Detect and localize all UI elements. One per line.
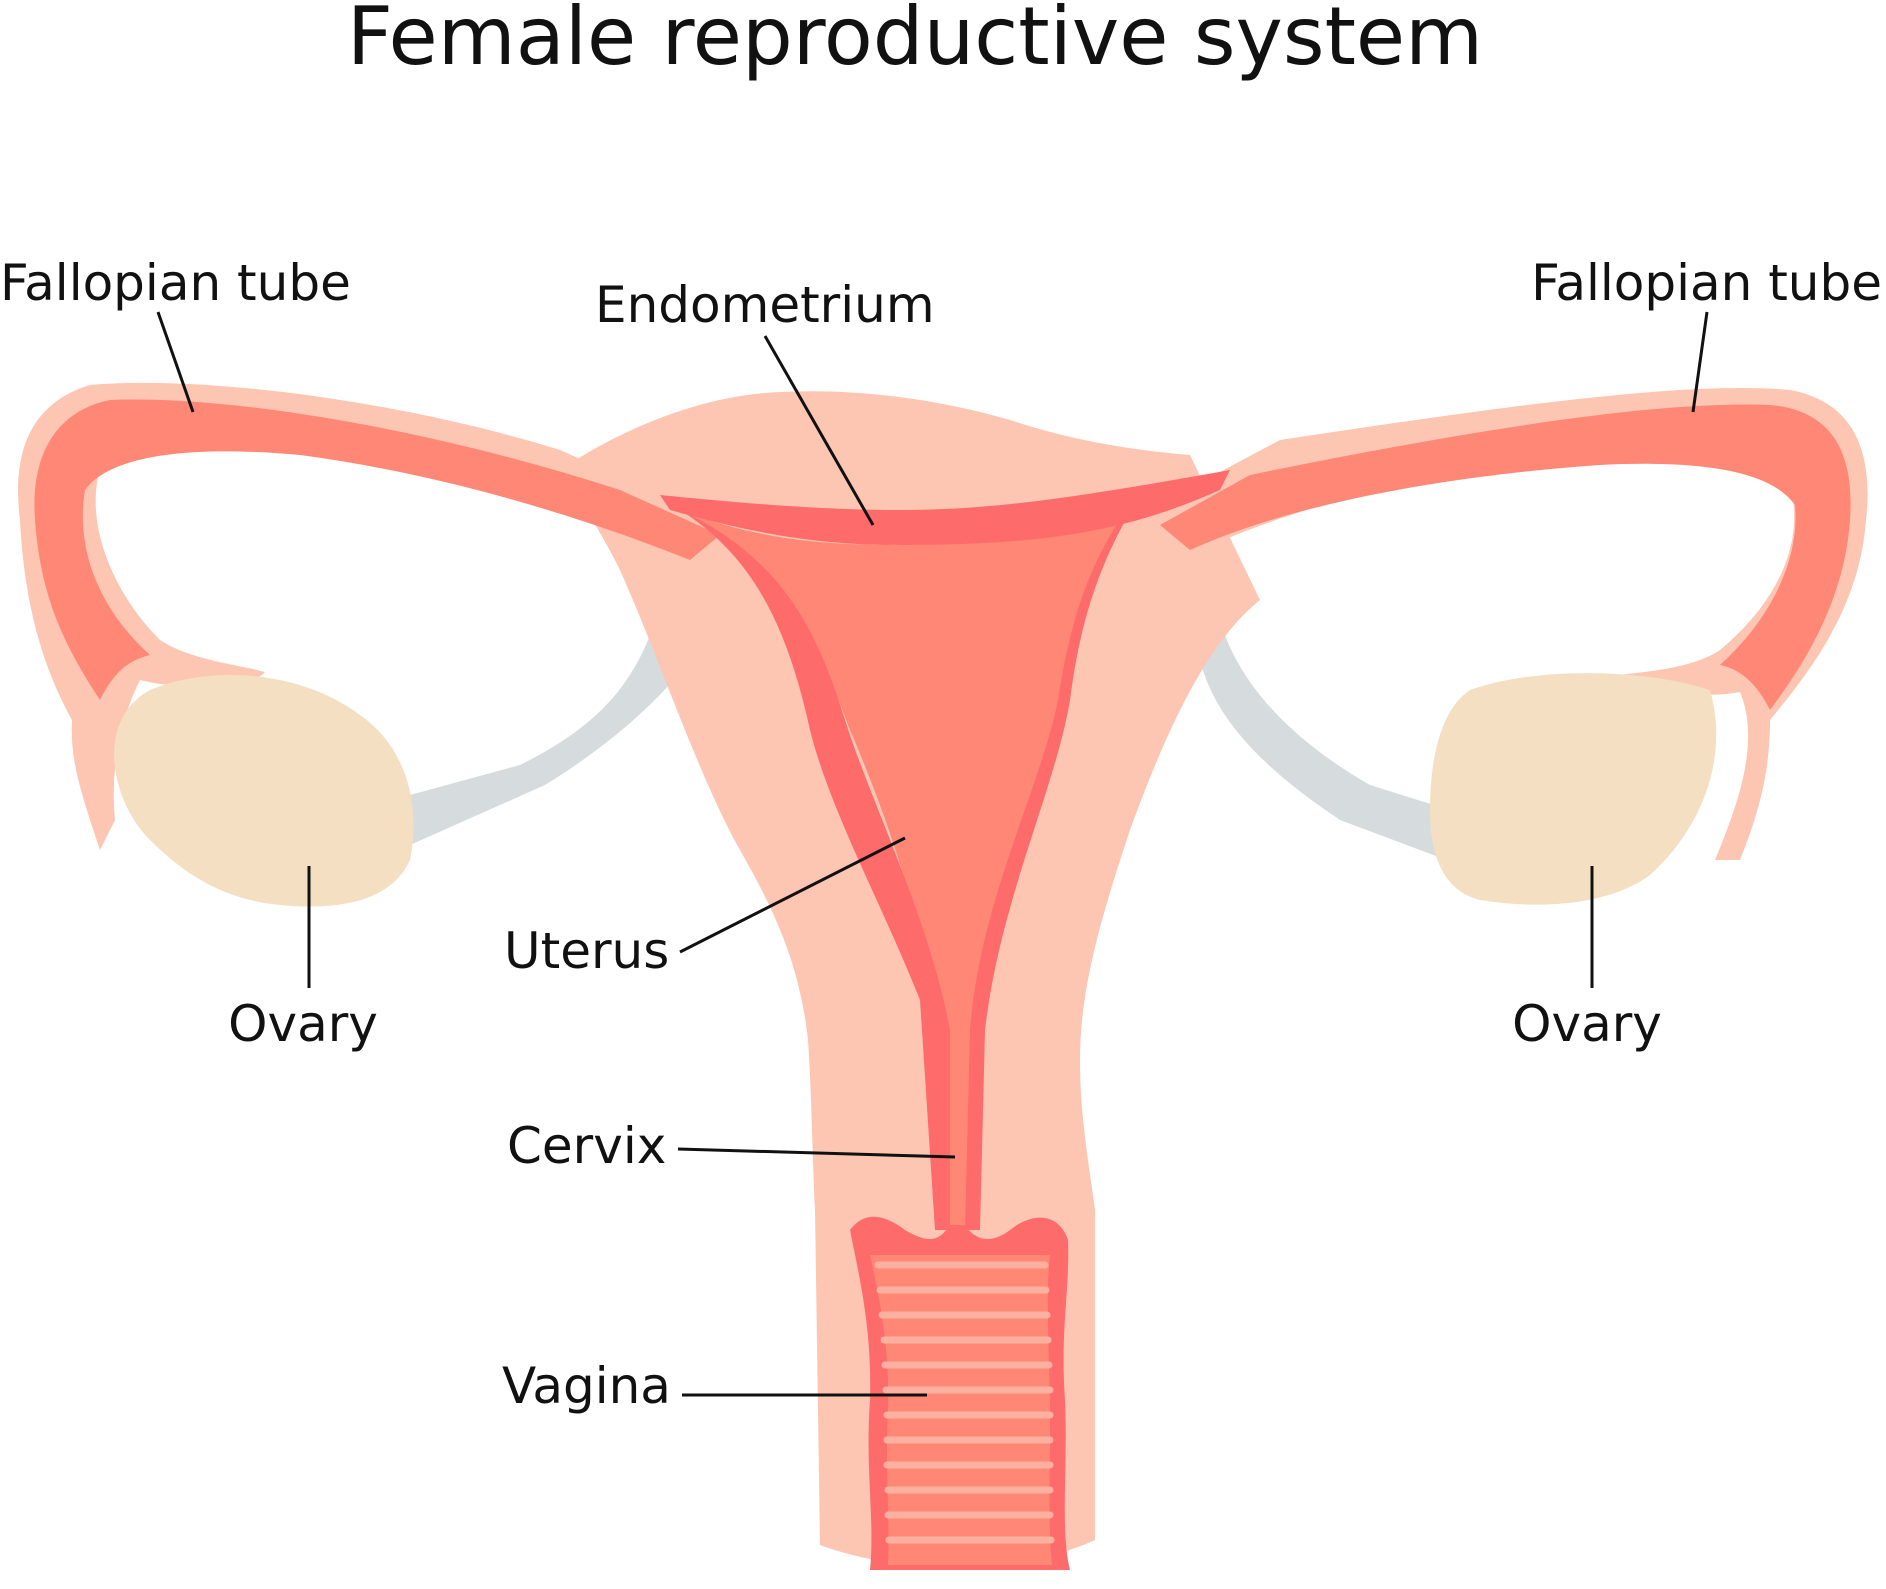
leader-fallopian-right — [1691, 311, 1709, 413]
endometrium-left-wall — [680, 510, 950, 1230]
label-uterus: Uterus — [504, 922, 669, 980]
leader-endometrium — [763, 335, 875, 526]
leader-fallopian-left — [156, 311, 195, 413]
label-ovary-left: Ovary — [228, 995, 378, 1053]
leader-uterus — [679, 836, 906, 954]
label-fallopian-tube-left: Fallopian tube — [0, 254, 351, 312]
uterus-outer-wall — [560, 391, 1260, 1567]
left-ovary — [114, 675, 414, 907]
left-fallopian-tube-lumen — [34, 399, 721, 700]
label-vagina: Vagina — [502, 1357, 671, 1415]
vaginal-rugae-lines — [874, 1261, 1055, 1544]
diagram-title: Female reproductive system — [347, 0, 1483, 83]
right-fallopian-tube-lumen — [1160, 404, 1851, 710]
label-endometrium: Endometrium — [595, 276, 935, 334]
uterine-cavity — [680, 495, 1140, 1230]
leader-cervix — [677, 1147, 956, 1159]
label-cervix: Cervix — [507, 1117, 666, 1175]
label-ovary-right: Ovary — [1512, 995, 1662, 1053]
left-ovarian-ligament — [410, 635, 690, 845]
right-ovarian-ligament — [1200, 620, 1460, 865]
endometrium-layer — [660, 470, 1230, 545]
label-fallopian-tube-right: Fallopian tube — [1531, 254, 1882, 312]
right-ovary — [1430, 673, 1717, 905]
